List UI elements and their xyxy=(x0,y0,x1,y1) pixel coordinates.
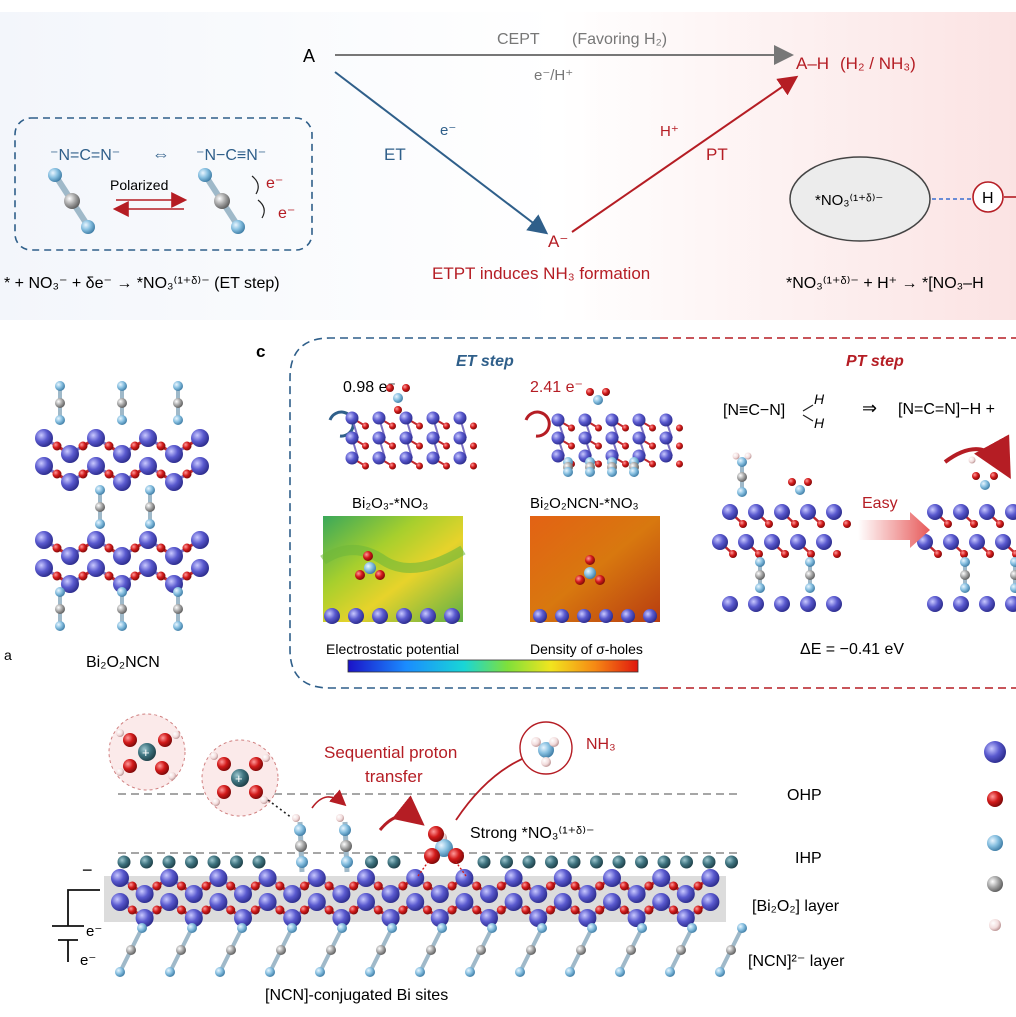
cept-label: CEPT xyxy=(497,31,540,48)
conjugated-sites-label: [NCN]-conjugated Bi sites xyxy=(265,987,448,1004)
et-equation: * + NO₃⁻ + δe⁻ → *NO₃⁽¹⁺ᵟ⁾⁻ (ET step) xyxy=(4,275,280,292)
pt-formula-right: [N=C=N]−H + xyxy=(898,401,995,418)
legend-c-atom xyxy=(987,876,1003,892)
legend-bi-atom xyxy=(984,741,1006,763)
bi2o2-layer-label: [Bi₂O₂] layer xyxy=(752,898,840,915)
protonated-ncn-1 xyxy=(292,814,308,873)
circuit-wire xyxy=(52,889,100,962)
resonance-box xyxy=(14,117,313,251)
sigma-hole-map xyxy=(530,516,660,622)
bi2o2ncn-slab-model xyxy=(551,388,683,477)
minus-sign: − xyxy=(82,860,93,880)
bi2o3-slab-model xyxy=(345,384,477,470)
polarized-label: Polarized xyxy=(110,177,168,193)
pt-label: PT xyxy=(706,145,728,164)
pt-step-title: PT step xyxy=(846,353,904,370)
node-ah-products: (H₂ / NH₃) xyxy=(840,54,916,73)
easy-label: Easy xyxy=(862,495,898,512)
nh3-label: NH₃ xyxy=(586,736,616,753)
colorbar-right-label: Density of σ-holes xyxy=(530,641,643,657)
model-2-label: Bi₂O₂NCN-*NO₃ xyxy=(530,495,639,512)
pt-arrow xyxy=(571,75,799,233)
node-ah: A–H xyxy=(796,54,829,73)
svg-text:H: H xyxy=(814,391,825,407)
node-a-minus: A⁻ xyxy=(548,232,568,251)
easy-arrow xyxy=(858,512,930,548)
pt-proton: H⁺ xyxy=(660,123,679,140)
adsorbed-nitrate xyxy=(424,826,464,864)
ihp-ion-row xyxy=(117,855,738,869)
delta-e: ΔE = −0.41 eV xyxy=(800,641,904,658)
resonance-left: ⁻N=C=N⁻ xyxy=(50,147,120,164)
pt-final-model xyxy=(917,456,1016,612)
ellipse-label: *NO₃⁽¹⁺ᵟ⁾⁻ xyxy=(815,192,883,209)
h-circle xyxy=(972,181,1004,213)
pt-initial-model xyxy=(712,452,851,612)
svg-text:+: + xyxy=(142,745,150,760)
sequential-line-1: Sequential proton xyxy=(324,743,457,762)
bi2o2ncn-structure xyxy=(35,381,209,631)
nh3-molecule xyxy=(531,737,559,767)
cation-cluster-2 xyxy=(210,752,270,806)
cation-cluster-1 xyxy=(116,729,180,780)
pt-frame xyxy=(660,337,1016,689)
colorbar xyxy=(347,659,639,673)
atom-legend xyxy=(984,741,1006,931)
charge-1: 0.98 e⁻ xyxy=(343,379,396,396)
electron-1: e⁻ xyxy=(266,175,283,192)
structure-label: Bi₂O₂NCN xyxy=(86,654,160,671)
electron-a: e⁻ xyxy=(86,923,102,940)
ncn-layer-molecules xyxy=(115,923,747,977)
svg-text:H: H xyxy=(814,415,825,431)
partial-letter-a: a xyxy=(4,647,12,663)
electron-2: e⁻ xyxy=(278,205,295,222)
cept-sub: e⁻/H⁺ xyxy=(534,67,573,84)
et-label: ET xyxy=(384,145,406,164)
strong-label: Strong *NO₃⁽¹⁺ᵟ⁾⁻ xyxy=(470,825,594,842)
legend-o-atom xyxy=(987,791,1003,807)
esp-surface-atoms xyxy=(324,608,657,624)
protonated-ncn-2 xyxy=(336,814,353,873)
sequential-line-2: transfer xyxy=(365,767,423,786)
cept-note: (Favoring H₂) xyxy=(572,31,667,48)
ohp-label: OHP xyxy=(787,787,822,804)
hop-arrow-1 xyxy=(311,789,347,809)
hbond-dots xyxy=(267,799,293,819)
colorbar-left-label: Electrostatic potential xyxy=(326,641,459,657)
h-circle-label: H xyxy=(982,190,994,207)
et-step-title: ET step xyxy=(456,353,514,370)
charge-2: 2.41 e⁻ xyxy=(530,379,583,396)
et-electron: e⁻ xyxy=(440,122,456,139)
bi2o2-layer-atoms xyxy=(111,869,720,927)
etpt-caption: ETPT induces NH₃ formation xyxy=(432,264,650,283)
nitrate-ellipse xyxy=(789,156,931,242)
electron-path-1 xyxy=(251,175,259,195)
node-a: A xyxy=(303,46,315,66)
electron-path-2 xyxy=(257,199,265,219)
esp-nitrate xyxy=(355,551,385,580)
legend-n-atom xyxy=(987,835,1003,851)
electron-b: e⁻ xyxy=(80,952,96,969)
proton-hop-arrow xyxy=(943,434,1011,480)
charge-arrow-2 xyxy=(524,410,551,438)
panel-letter-c: c xyxy=(256,342,265,361)
ncn-molecule-left xyxy=(48,168,95,234)
legend-h-atom xyxy=(989,919,1001,931)
model-1-label: Bi₂O₃-*NO₃ xyxy=(352,495,428,512)
ncn-layer-label: [NCN]²⁻ layer xyxy=(748,953,845,970)
resonance-right: ⁻N−C≡N⁻ xyxy=(196,147,266,164)
et-arrow xyxy=(334,71,549,235)
pt-arrow-symbol: ⇒ xyxy=(862,398,877,418)
resonance-symbol: ⇔ xyxy=(152,144,170,164)
ncn-molecule-right xyxy=(198,168,245,234)
hop-arrow-2 xyxy=(378,795,425,831)
sigma-nitrate xyxy=(575,555,605,585)
svg-text:+: + xyxy=(235,771,243,786)
pt-equation: *NO₃⁽¹⁺ᵟ⁾⁻ + H⁺ → *[NO₃–H xyxy=(786,275,984,292)
pt-formula-left: [N≡C−N] xyxy=(723,402,785,419)
ihp-label: IHP xyxy=(795,850,822,867)
